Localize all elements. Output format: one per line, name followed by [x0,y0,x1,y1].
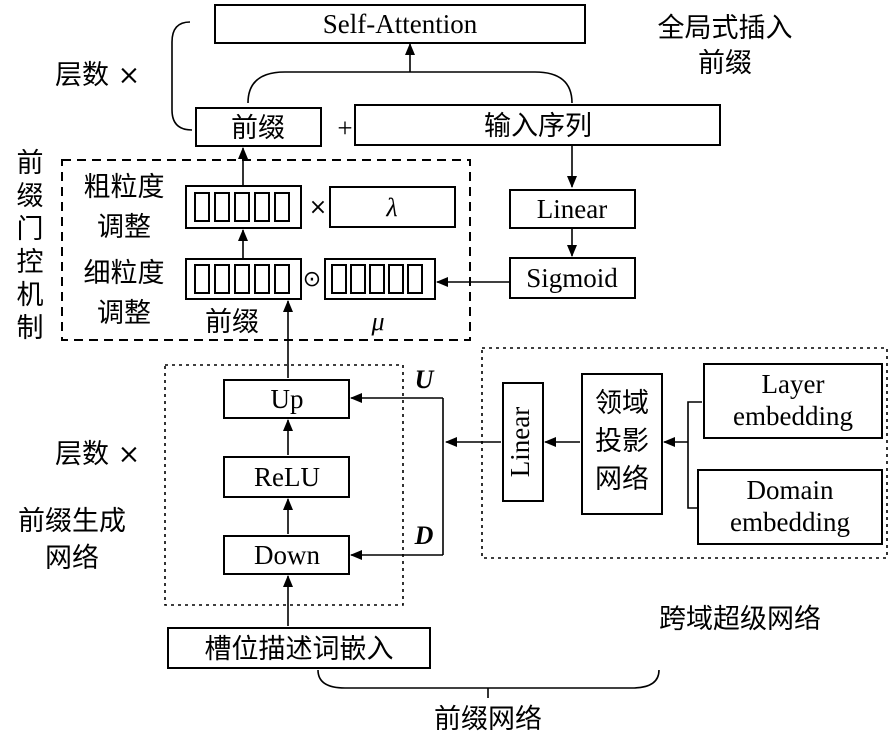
prefix-box [195,107,322,147]
up-box [223,379,350,419]
embedding-bracket [687,401,702,509]
prefix-network-label: 前缀网络 [434,704,542,735]
gate-char-4: 控 [17,247,44,278]
mu-label: μ [370,307,384,336]
lambda-label: λ [385,193,397,222]
domain-emb-label-1: Domain [747,475,834,505]
times-sign: × [309,195,327,220]
domain-projection-box [581,373,663,515]
linear-label-vertical: Linear [505,407,535,477]
down-label: Down [254,540,320,570]
global-insert-line1: 全局式插入 [658,13,793,44]
domain-proj-label-2: 投影 [595,426,649,457]
fine-prefix-vector [185,258,302,300]
domain-emb-label-2: embedding [730,507,850,537]
prefix-gen-label-1: 前缀生成 [18,506,126,537]
prefix-gen-label-2: 网络 [45,543,99,574]
plus-sign: + [337,113,352,143]
prefix-box-label: 前缀 [231,113,285,144]
prefix-generation-frame [164,364,404,606]
u-label: U [415,365,435,394]
gate-char-3: 门 [17,214,44,245]
layers-bracket-top [171,21,193,131]
domain-proj-label-1: 领域 [595,388,649,419]
cross-domain-label: 跨域超级网络 [659,604,821,635]
input-sequence-box [354,104,721,146]
layer-emb-label-2: embedding [733,401,853,431]
d-label: D [414,521,434,550]
sigmoid-label: Sigmoid [526,263,618,293]
coarse-label-2: 调整 [97,212,151,243]
up-label: Up [271,384,304,414]
coarse-prefix-vector [185,185,302,229]
layers-count-top: 层数 × [55,60,140,91]
gate-char-5: 机 [17,280,44,311]
slot-embedding-label: 槽位描述词嵌入 [205,634,394,665]
prefix-under-label: 前缀 [205,307,259,338]
layer-embedding-box [703,363,883,439]
layers-count-bottom: 层数 × [55,439,140,470]
mu-vector [324,258,436,300]
self-attention-box [214,4,586,44]
input-sequence-label: 输入序列 [484,111,592,142]
self-attention-label: Self-Attention [323,9,478,39]
coarse-label-1: 粗粒度 [84,172,165,203]
domain-proj-label-3: 网络 [595,464,649,495]
domain-embedding-box [697,469,883,545]
gating-mechanism-frame [61,159,471,341]
lambda-box [329,186,456,228]
brace-prefix-input [247,71,573,104]
linear-label-top: Linear [537,194,607,224]
prefix-network-brace [317,669,660,689]
relu-label: ReLU [254,462,320,492]
gate-char-6: 制 [17,313,44,344]
fine-label-1: 细粒度 [84,258,165,289]
hadamard-operator: ⊙ [303,267,321,292]
relu-box [223,456,350,498]
gate-char-2: 缀 [17,181,44,212]
slot-embedding-box [167,627,431,669]
global-insert-line2: 前缀 [698,48,752,79]
linear-box-top [509,189,636,229]
layer-emb-label-1: Layer [762,369,825,399]
down-box [223,535,350,575]
linear-box-vertical [502,382,544,502]
fine-label-2: 调整 [97,298,151,329]
gate-char-1: 前 [17,148,44,179]
sigmoid-box [509,257,636,299]
